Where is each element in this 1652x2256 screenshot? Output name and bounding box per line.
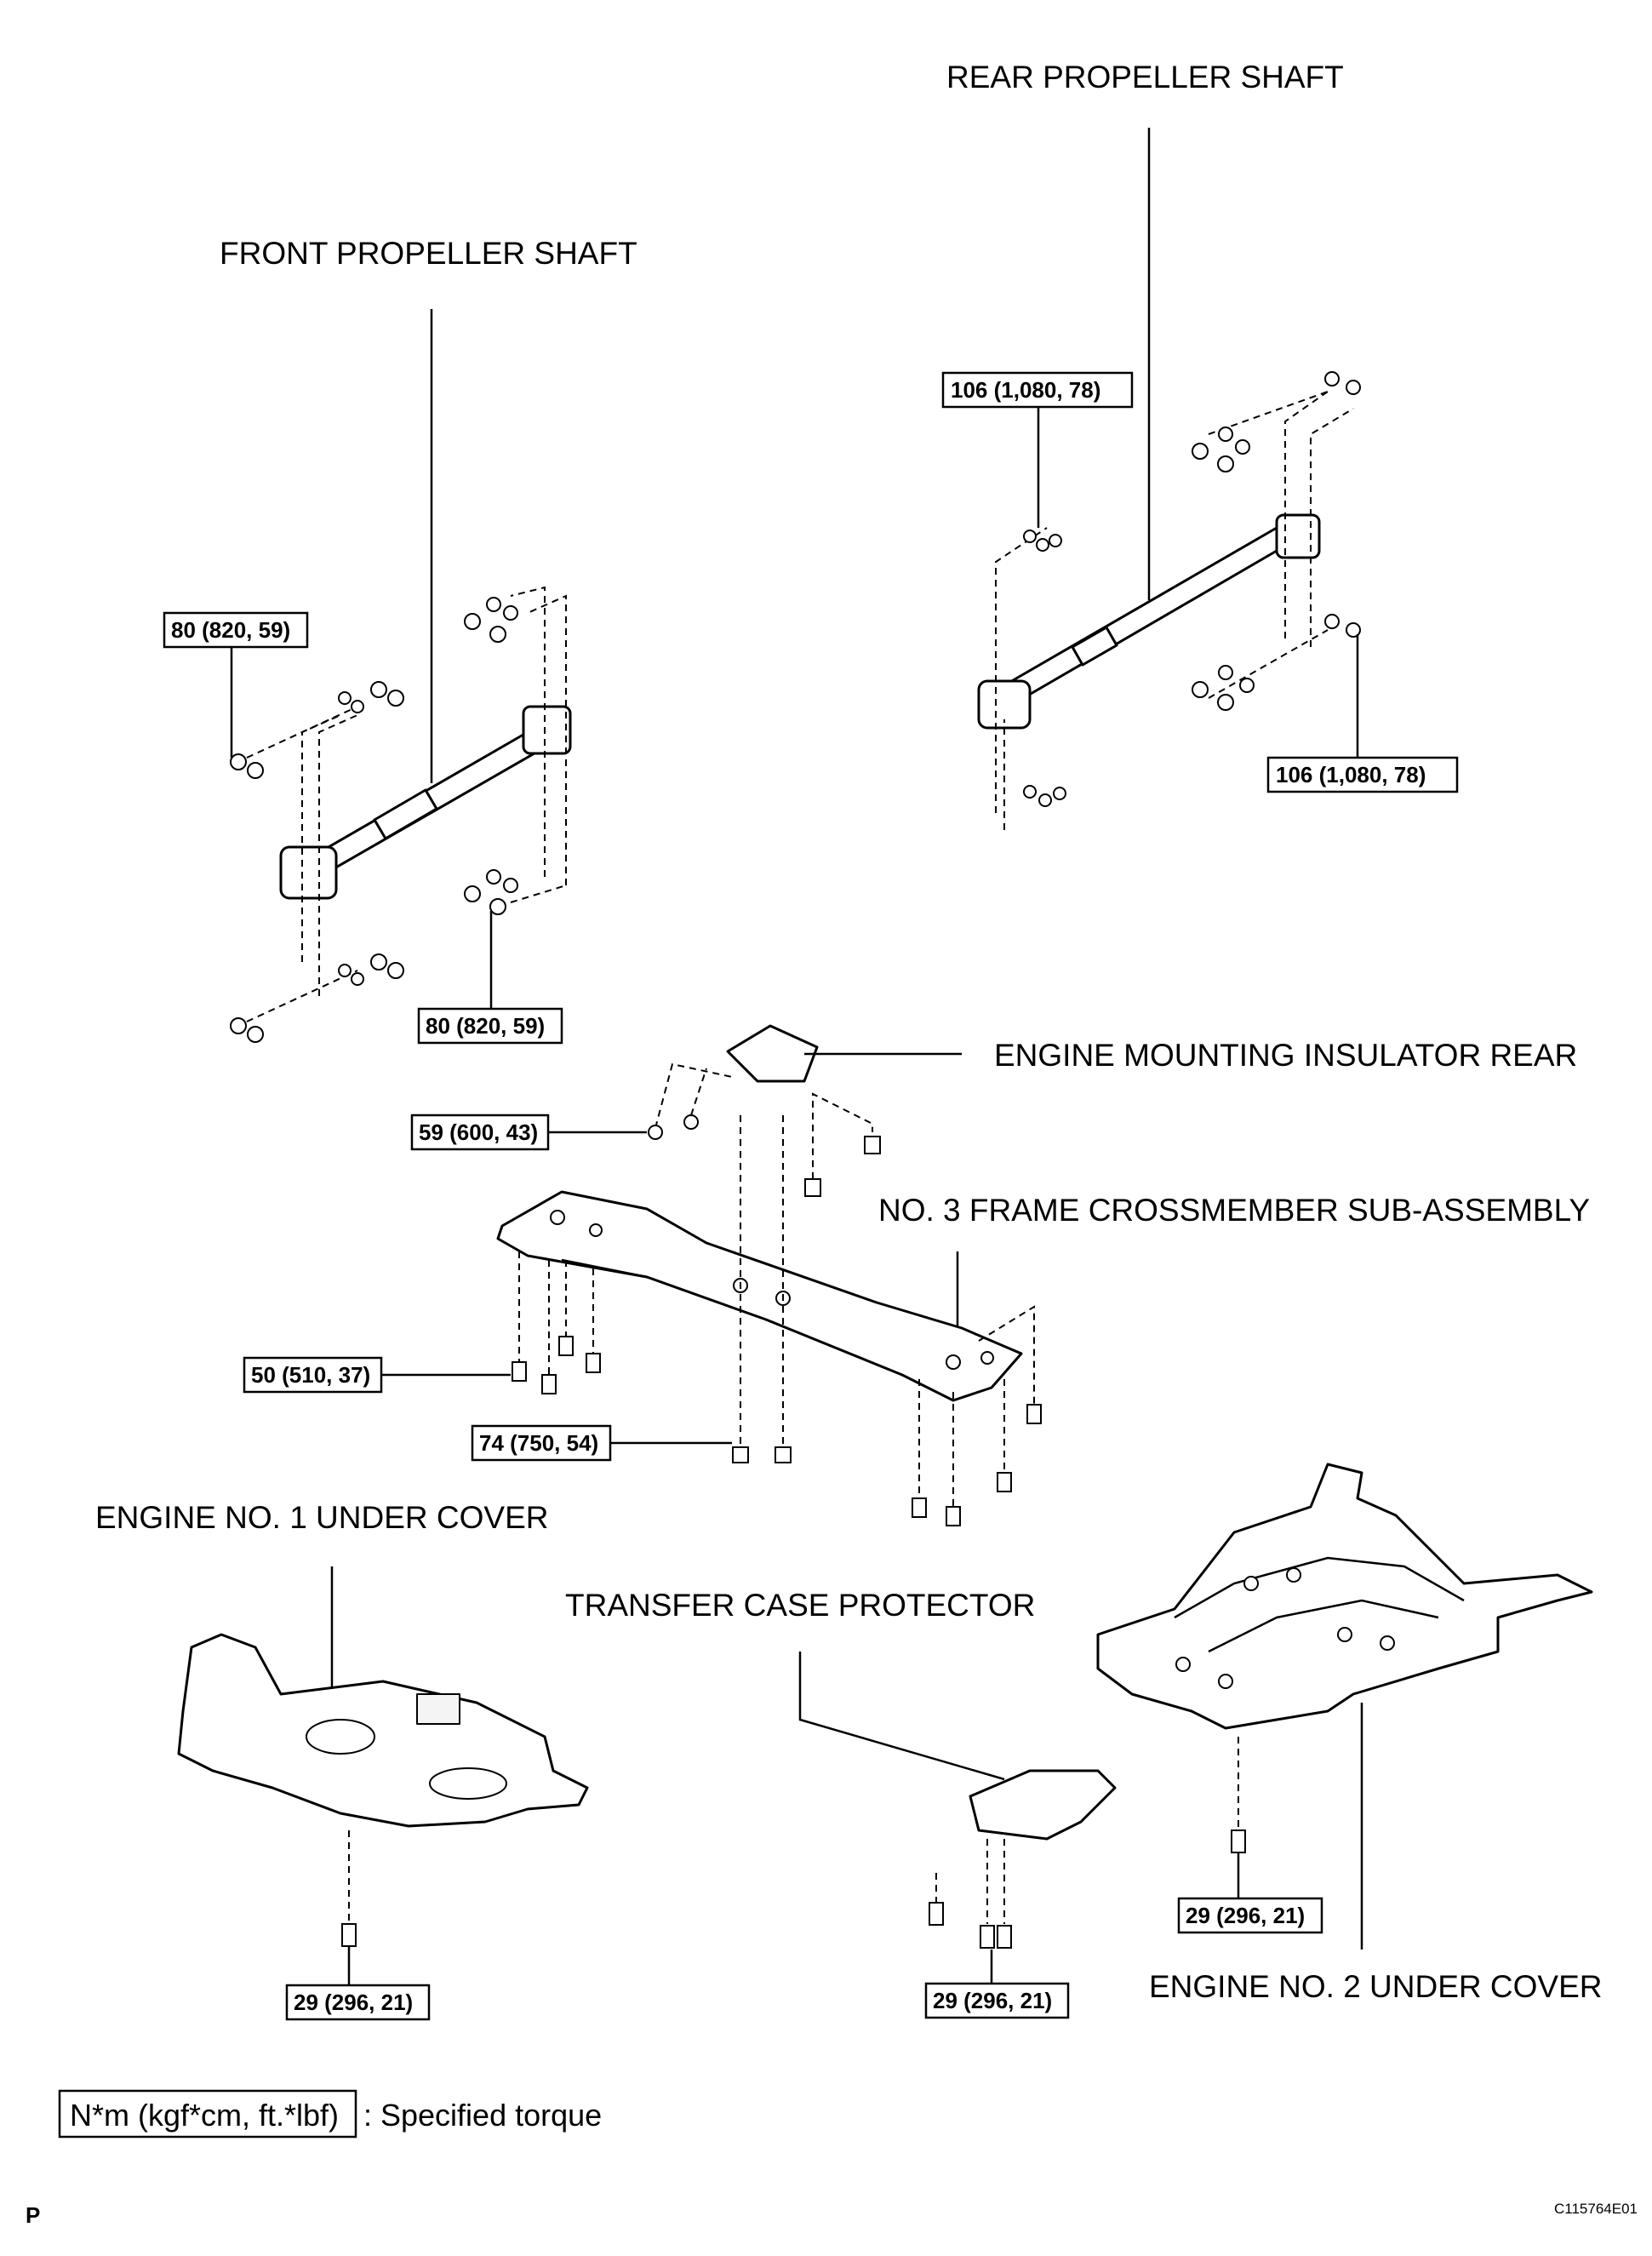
rear-propeller-shaft-label: REAR PROPELLER SHAFT (946, 60, 1344, 94)
figure-code: C115764E01 (1554, 2201, 1638, 2217)
rear-bottom-torque-text: 106 (1,080, 78) (1276, 762, 1426, 787)
front-align-line-f (527, 594, 567, 885)
legend-unit-text: N*m (kgf*cm, ft.*lbf) (70, 2098, 339, 2133)
under-cover-1-body (177, 1633, 589, 1828)
under-cover-1-opening-b (429, 1767, 507, 1800)
mount-bolts (648, 1114, 881, 1197)
under-cover-2-torque-box (1177, 1897, 1323, 1934)
front-align-line-d (246, 970, 358, 1022)
rear-bottom-torque-box (1266, 756, 1459, 793)
under-cover-2-label: ENGINE NO. 2 UNDER COVER (1149, 1969, 1602, 2004)
transfer-protector-label: TRANSFER CASE PROTECTOR (565, 1588, 1035, 1623)
front-align-line-b (318, 714, 358, 996)
mount-align-a (655, 1062, 733, 1129)
transfer-case-protector: TRANSFER CASE PROTECTOR 29 (296, 21) (565, 1588, 1117, 2019)
front-shaft-front-yoke (279, 845, 338, 900)
front-align-line-a (301, 714, 341, 962)
front-top-torque-text: 80 (820, 59) (171, 617, 290, 643)
front-align-line-c (246, 706, 358, 759)
under-cover-1-label: ENGINE NO. 1 UNDER COVER (95, 1500, 548, 1535)
under-cover-1-torque-box (285, 1984, 431, 2021)
engine-mounting-insulator-rear: ENGINE MOUNTING INSULATOR REAR 59 (600, … (410, 1024, 1577, 1197)
rear-align-line-c (1284, 391, 1329, 638)
cm-nut-torque-box (471, 1424, 612, 1462)
engine-no1-under-cover: ENGINE NO. 1 UNDER COVER 29 (296, 21) (95, 1500, 589, 2021)
mount-torque-text: 59 (600, 43) (419, 1119, 538, 1145)
no3-frame-crossmember: NO. 3 FRAME CROSSMEMBER SUB-ASSEMBLY (243, 1115, 1590, 1526)
transfer-torque-text: 29 (296, 21) (933, 1988, 1052, 2013)
rear-shaft-fasteners (1023, 371, 1361, 807)
under-cover-1-torque-text: 29 (296, 21) (294, 1990, 413, 2015)
under-cover-2-rib-a (1174, 1556, 1465, 1619)
engine-mount-body (726, 1024, 819, 1083)
legend: N*m (kgf*cm, ft.*lbf) : Specified torque (58, 2089, 602, 2139)
rear-top-torque-text: 106 (1,080, 78) (951, 377, 1100, 403)
front-align-line-g (510, 885, 567, 903)
crossmember-holes (550, 1210, 994, 1370)
legend-description: : Specified torque (363, 2098, 602, 2133)
under-cover-2-rib-b (1208, 1599, 1439, 1653)
page-marker: P (26, 2202, 40, 2228)
mount-align-b (690, 1068, 707, 1116)
transfer-torque-box (924, 1982, 1070, 2019)
front-shaft-fasteners (230, 597, 518, 1043)
rear-shaft-sleeve (1071, 626, 1118, 667)
under-cover-1-bolt (341, 1923, 357, 1947)
crossmember-bolts (512, 1336, 1042, 1526)
rear-top-torque-box (941, 371, 1134, 409)
front-top-torque-box (163, 611, 309, 649)
rear-propeller-shaft: REAR PROPELLER SHAFT 106 ( (941, 60, 1459, 830)
front-bottom-torque-box (417, 1007, 563, 1045)
rear-shaft-rear-yoke (1275, 513, 1321, 559)
front-align-line-e (510, 586, 546, 877)
rear-align-line-e (1208, 391, 1329, 435)
cm-nut-torque-text: 74 (750, 54) (479, 1430, 598, 1456)
cm-bolt-torque-text: 50 (510, 37) (251, 1362, 370, 1388)
engine-mount-label: ENGINE MOUNTING INSULATOR REAR (994, 1038, 1577, 1073)
front-propeller-shaft: FRONT PROPELLER SHAFT 80 ( (163, 236, 637, 1045)
mount-torque-box (410, 1114, 550, 1151)
front-propeller-shaft-label: FRONT PROPELLER SHAFT (220, 236, 637, 271)
mount-align-c (812, 1092, 873, 1179)
engine-no2-under-cover: 29 (296, 21) ENGINE NO. 2 UNDER COVER (1096, 1463, 1602, 2004)
under-cover-2-holes (1175, 1567, 1395, 1689)
transfer-protector-bolts (929, 1902, 1012, 1949)
under-cover-2-body (1096, 1463, 1593, 1730)
legend-unit-box (58, 2089, 357, 2139)
crossmember-label: NO. 3 FRAME CROSSMEMBER SUB-ASSEMBLY (878, 1193, 1590, 1228)
front-shaft-rear-yoke (522, 705, 572, 755)
under-cover-2-torque-text: 29 (296, 21) (1186, 1903, 1305, 1928)
transfer-protector-leader (798, 1652, 1005, 1781)
transfer-protector-body (969, 1769, 1117, 1841)
under-cover-2-bolt (1231, 1829, 1246, 1853)
cm-align-10 (978, 1305, 1035, 1405)
crossmember-body (496, 1190, 1023, 1402)
front-bottom-torque-text: 80 (820, 59) (426, 1013, 545, 1039)
front-shaft-sleeve (373, 788, 438, 840)
cm-bolt-torque-box (243, 1356, 383, 1394)
under-cover-1-boss (416, 1693, 460, 1725)
under-cover-1-opening-a (306, 1719, 375, 1755)
crossmember-edge (561, 1258, 903, 1377)
